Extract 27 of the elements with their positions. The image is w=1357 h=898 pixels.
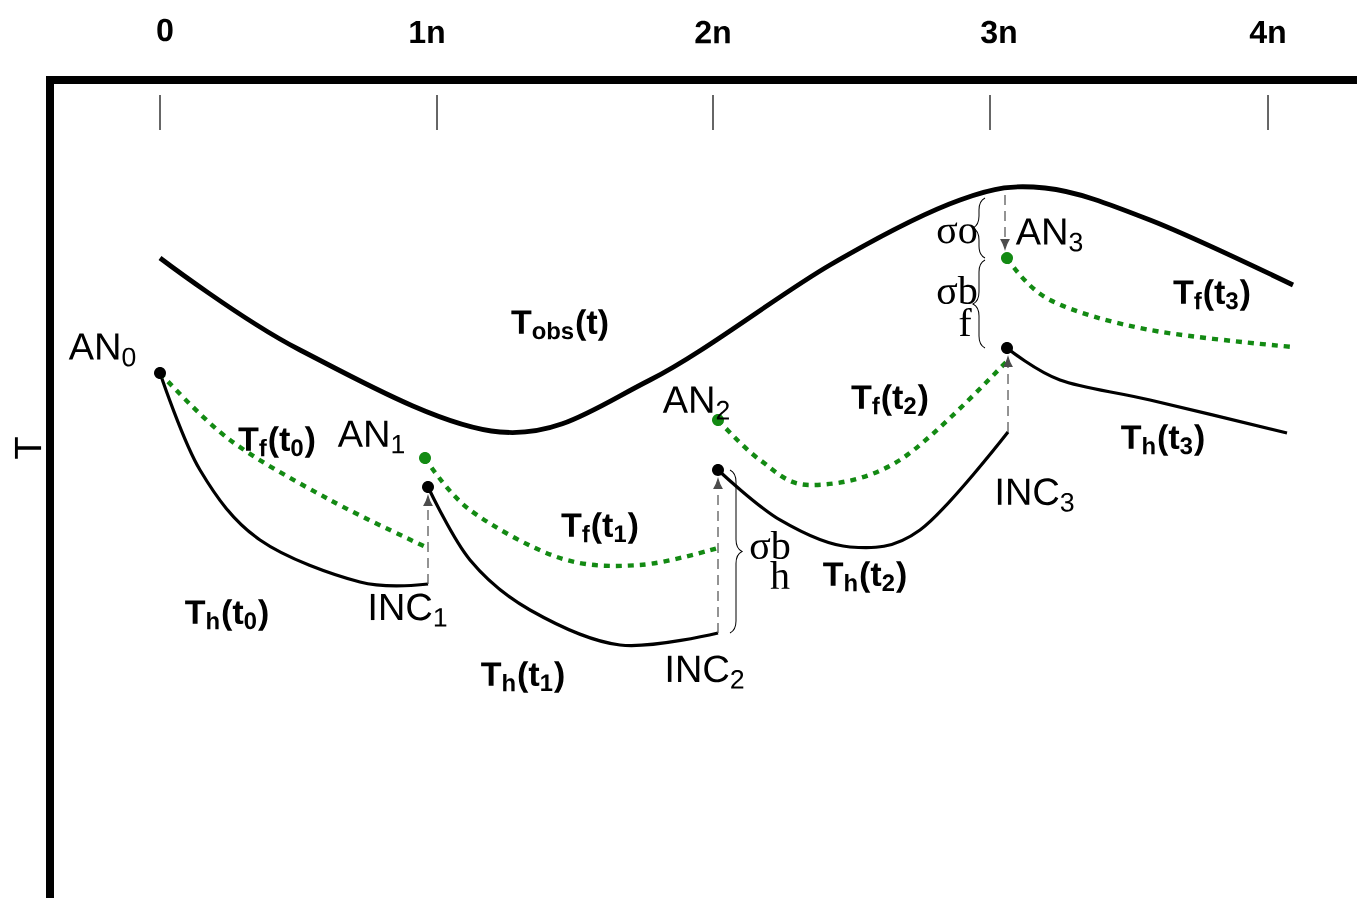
- sigma-label: σb: [750, 530, 790, 560]
- tick-label: 2n: [695, 20, 730, 44]
- point-label: AN$_{1}$: [337, 420, 404, 454]
- sigma-label: f: [959, 307, 972, 337]
- point-label: AN$_{0}$: [68, 333, 136, 367]
- tick-label: 0: [157, 18, 173, 42]
- tick-label: 4n: [1249, 21, 1285, 43]
- curve-label: T$_{f}$(t$_{1}$): [561, 512, 638, 544]
- point-label: AN$_{2}$: [662, 386, 729, 420]
- point-label: INC$_{1}$: [370, 593, 447, 627]
- curve-label: T$_{f}$(t$_{0}$): [238, 426, 315, 458]
- sigma-label: σo: [937, 222, 977, 244]
- tick-label: 3n: [981, 20, 1016, 44]
- point-label: AN$_{3}$: [1015, 218, 1083, 252]
- axis-label: T: [14, 437, 42, 459]
- tick-label: 1n: [410, 21, 444, 43]
- curve-label: T$_{obs}$(t): [511, 309, 608, 341]
- point-label: INC$_{3}$: [997, 478, 1074, 512]
- curve-label: T$_{h}$(t$_{1}$): [481, 661, 564, 693]
- curve-label: T$_{f}$(t$_{3}$): [1173, 279, 1250, 311]
- curve-label: T$_{h}$(t$_{3}$): [1121, 424, 1204, 456]
- point-label: INC$_{2}$: [667, 655, 744, 689]
- curve-label: T$_{f}$(t$_{2}$): [851, 384, 928, 416]
- curve-label: T$_{h}$(t$_{2}$): [823, 561, 906, 593]
- sigma-label: σb: [937, 275, 977, 305]
- curve-label: T$_{h}$(t$_{0}$): [185, 599, 268, 631]
- sigma-label: h: [770, 561, 790, 589]
